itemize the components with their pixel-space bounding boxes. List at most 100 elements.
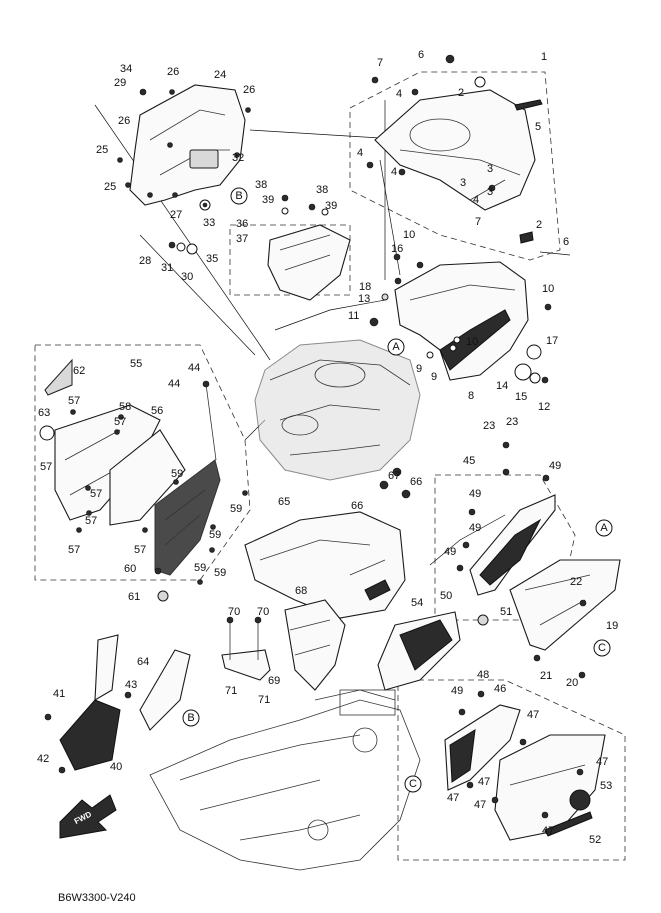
part-number: 23 bbox=[506, 416, 518, 428]
part-number: 3 bbox=[487, 163, 493, 175]
fuel-tank bbox=[254, 339, 421, 481]
part-number: 11 bbox=[348, 310, 359, 322]
part-number: 33 bbox=[203, 217, 215, 229]
side-panel-54 bbox=[377, 611, 461, 691]
part-number: 49 bbox=[549, 460, 561, 472]
part-number: 28 bbox=[139, 255, 151, 267]
part-number: 49 bbox=[444, 546, 456, 558]
part-number: 25 bbox=[104, 181, 116, 193]
part-number: 1 bbox=[541, 51, 547, 63]
part-number: 10 bbox=[466, 336, 478, 348]
part-number: 57 bbox=[90, 488, 102, 500]
part-number: 18 bbox=[359, 281, 371, 293]
part-number: 35 bbox=[206, 253, 218, 265]
part-number: 56 bbox=[151, 405, 163, 417]
ref-letter-c-right: C bbox=[593, 639, 611, 657]
ref-letter-b-bottom: B bbox=[182, 709, 200, 727]
part-number: 40 bbox=[110, 761, 122, 773]
part-number: 57 bbox=[85, 515, 97, 527]
part-number: 13 bbox=[358, 293, 370, 305]
part-number: 5 bbox=[535, 121, 541, 133]
ref-letter: A bbox=[392, 341, 400, 353]
part-number: 46 bbox=[494, 683, 506, 695]
part-number: 26 bbox=[167, 66, 179, 78]
group-box-left-side bbox=[34, 344, 251, 581]
part-number: 45 bbox=[463, 455, 475, 467]
part-number: 66 bbox=[410, 476, 422, 488]
part-number: 6 bbox=[563, 236, 569, 248]
part-number: 43 bbox=[125, 679, 137, 691]
part-number: 6 bbox=[418, 49, 424, 61]
part-number: 66 bbox=[351, 500, 363, 512]
part-number: 47 bbox=[527, 709, 539, 721]
diagram-code: B6W3300-V240 bbox=[58, 892, 136, 904]
part-number: 61 bbox=[128, 591, 140, 603]
lower-cowl bbox=[444, 690, 606, 841]
part-number: 39 bbox=[262, 194, 274, 206]
part-number: 20 bbox=[566, 677, 578, 689]
part-number: 4 bbox=[391, 166, 397, 178]
part-number: 69 bbox=[268, 675, 280, 687]
part-number: 2 bbox=[458, 87, 464, 99]
part-number: 3 bbox=[487, 186, 493, 198]
part-number: 4 bbox=[473, 194, 479, 206]
left-side-panels bbox=[39, 358, 248, 602]
part-number: 59 bbox=[230, 503, 242, 515]
part-number: 48 bbox=[477, 669, 489, 681]
part-number: 57 bbox=[68, 395, 80, 407]
part-number: 53 bbox=[600, 780, 612, 792]
ref-letter-c-bottom: C bbox=[404, 775, 422, 793]
part-number: 49 bbox=[469, 488, 481, 500]
part-number: 27 bbox=[170, 209, 182, 221]
part-number: 9 bbox=[416, 363, 422, 375]
part-number: 39 bbox=[325, 200, 337, 212]
part-number: 38 bbox=[316, 184, 328, 196]
part-number: 47 bbox=[478, 776, 490, 788]
part-number: 8 bbox=[468, 390, 474, 402]
part-number: 59 bbox=[171, 468, 183, 480]
part-number: 12 bbox=[538, 401, 550, 413]
right-side-panels bbox=[456, 441, 621, 679]
part-number: 24 bbox=[214, 69, 226, 81]
air-duct-cover bbox=[168, 194, 351, 301]
part-number: 44 bbox=[188, 362, 200, 374]
part-number: 38 bbox=[255, 179, 267, 191]
part-number: 23 bbox=[483, 420, 495, 432]
part-number: 63 bbox=[38, 407, 50, 419]
part-number: 57 bbox=[134, 544, 146, 556]
part-number: 10 bbox=[542, 283, 554, 295]
ref-letter-a-mid: A bbox=[387, 338, 405, 356]
part-number-labels: 1 2 2 3 3 3 4 4 4 4 5 6 6 7 7 8 9 9 10 1… bbox=[37, 49, 618, 846]
part-number: 30 bbox=[181, 271, 193, 283]
part-number: 34 bbox=[120, 63, 132, 75]
part-number: 3 bbox=[460, 177, 466, 189]
part-number: 64 bbox=[137, 656, 149, 668]
part-number: 47 bbox=[474, 799, 486, 811]
part-number: 47 bbox=[596, 756, 608, 768]
part-number: 62 bbox=[73, 365, 85, 377]
part-number: 60 bbox=[124, 563, 136, 575]
heat-shield bbox=[284, 599, 346, 691]
part-number: 4 bbox=[357, 147, 363, 159]
part-number: 70 bbox=[228, 606, 240, 618]
tank-side-cover bbox=[369, 253, 552, 384]
part-number: 68 bbox=[295, 585, 307, 597]
inner-fairing-bracket bbox=[117, 84, 251, 211]
part-number: 22 bbox=[570, 576, 582, 588]
part-number: 44 bbox=[168, 378, 180, 390]
part-number: 25 bbox=[96, 144, 108, 156]
part-number: 17 bbox=[546, 335, 558, 347]
part-number: 71 bbox=[225, 685, 237, 697]
part-number: 26 bbox=[243, 84, 255, 96]
part-number: 9 bbox=[431, 371, 437, 383]
part-number: 57 bbox=[68, 544, 80, 556]
part-number: 7 bbox=[377, 57, 383, 69]
part-number: 58 bbox=[119, 401, 131, 413]
tank-top-cover bbox=[366, 54, 571, 256]
part-number: 32 bbox=[232, 152, 244, 164]
part-number: 67 bbox=[388, 470, 400, 482]
part-number: 52 bbox=[589, 834, 601, 846]
part-number: 7 bbox=[475, 216, 481, 228]
